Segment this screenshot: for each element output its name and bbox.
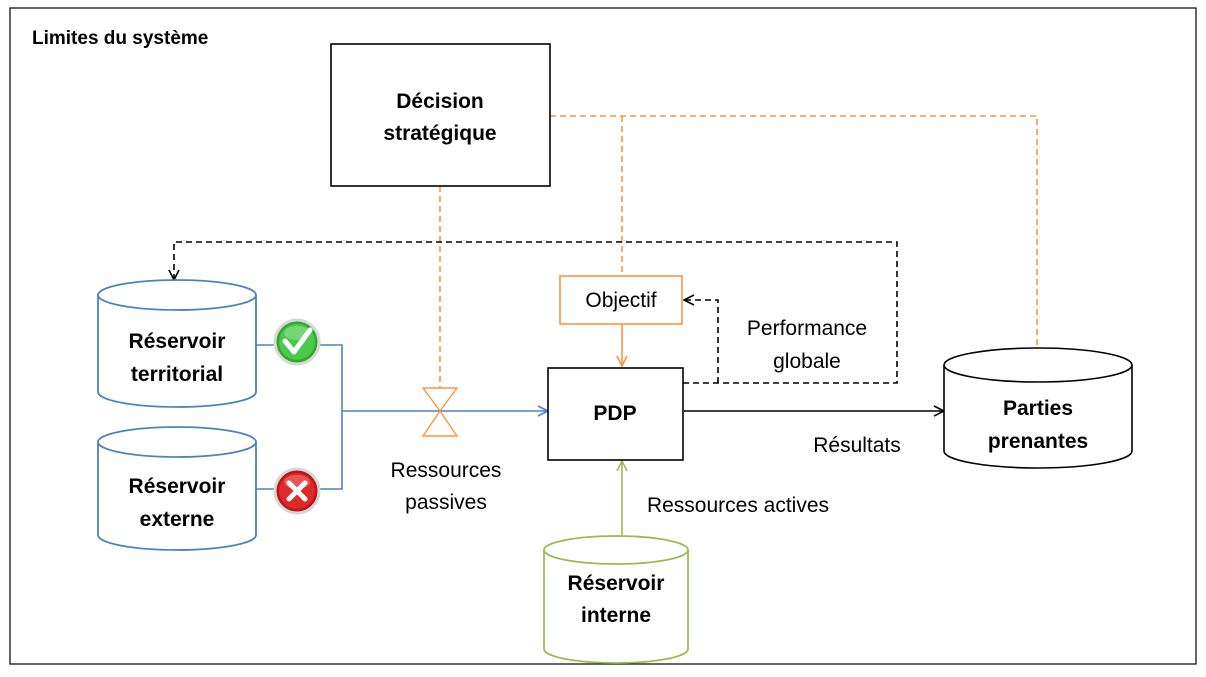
feedback-loop-objectif — [684, 300, 719, 383]
feedback-loop-territorial — [174, 241, 898, 384]
feedback-loops — [174, 241, 898, 384]
system-boundary — [9, 7, 1197, 665]
reservoir-territorial-line2: territorial — [131, 363, 223, 386]
decision-box: Décision stratégique — [330, 43, 551, 187]
reservoir-externe-line2: externe — [140, 508, 215, 531]
pdp-label: PDP — [593, 402, 636, 425]
reservoir-interne-cylinder — [543, 535, 689, 664]
check-icon — [273, 318, 321, 366]
cross-icon — [273, 467, 321, 515]
reservoir-interne-line2: interne — [581, 604, 651, 627]
reservoir-territorial-line1: Réservoir — [129, 330, 226, 353]
ressources-passives-line2: passives — [405, 491, 487, 514]
valve-icon — [421, 387, 459, 437]
reservoir-interne-line1: Réservoir — [568, 572, 665, 595]
objectif-label: Objectif — [585, 289, 656, 312]
system-boundary-title: Limites du système — [32, 28, 208, 49]
reservoir-externe-cylinder — [97, 426, 257, 551]
strategic-links — [439, 115, 1038, 388]
ressources-actives-label: Ressources actives — [647, 494, 829, 517]
pdp-box: PDP — [547, 367, 684, 461]
reservoir-externe-line1: Réservoir — [129, 475, 226, 498]
strategic-link-parties — [550, 115, 1038, 350]
parties-prenantes-line2: prenantes — [988, 430, 1088, 453]
ressources-passives-line1: Ressources — [391, 459, 502, 482]
objectif-box: Objectif — [559, 275, 683, 325]
decision-label-line1: Décision — [396, 90, 484, 113]
parties-prenantes-line1: Parties — [1003, 397, 1073, 420]
performance-globale-line1: Performance — [747, 317, 867, 340]
decision-label-line2: stratégique — [383, 122, 496, 145]
parties-prenantes-cylinder — [943, 347, 1133, 469]
passive-flow-connector — [256, 344, 343, 490]
resultats-label: Résultats — [813, 434, 901, 457]
reservoir-territorial-cylinder — [97, 279, 257, 408]
performance-globale-line2: globale — [773, 350, 841, 373]
